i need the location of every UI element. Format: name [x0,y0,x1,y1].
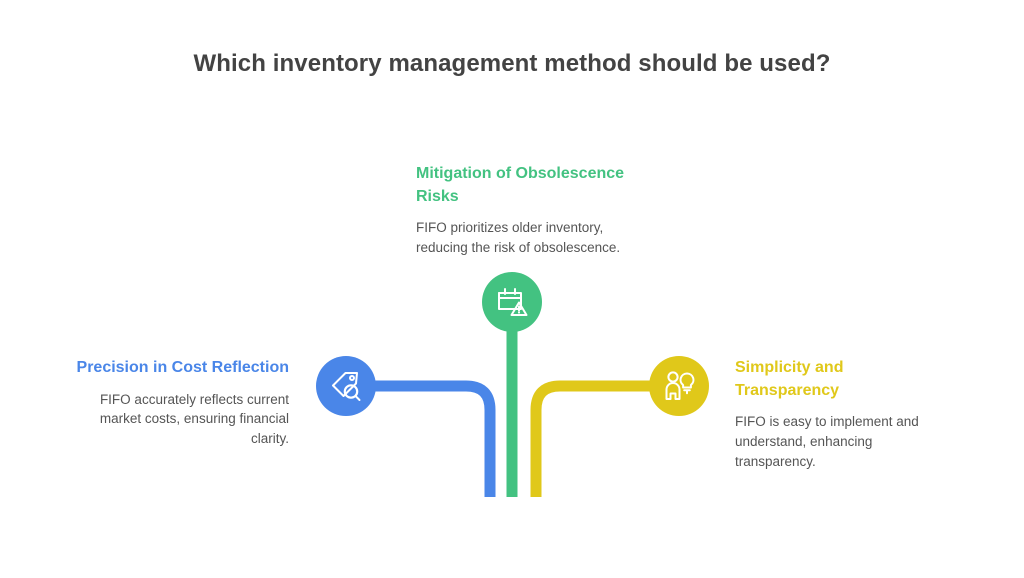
person-lightbulb-icon [662,369,696,403]
body-precision-in-cost-reflection: FIFO accurately reflects current market … [99,391,289,446]
price-tag-search-icon [329,369,363,403]
body-simplicity-and-transparency: FIFO is easy to implement and understand… [735,414,919,469]
node-simplicity-and-transparency[interactable] [649,356,709,416]
connector-line-right [530,380,673,497]
connector-line-left [352,380,496,497]
heading-precision-in-cost-reflection: Precision in Cost Reflection [76,359,289,376]
node-precision-in-cost-reflection[interactable] [316,356,376,416]
text-block-simplicity-and-transparency: Simplicity and Transparency FIFO is easy… [735,357,950,471]
text-block-precision-in-cost-reflection: Precision in Cost Reflection FIFO accura… [59,357,289,448]
text-block-mitigation-of-obsolescence-risks: Mitigation of Obsolescence Risks FIFO pr… [416,163,646,258]
heading-mitigation-of-obsolescence-risks: Mitigation of Obsolescence Risks [416,165,625,205]
heading-simplicity-and-transparency: Simplicity and Transparency [735,359,844,399]
page-title: Which inventory management method should… [193,50,831,77]
node-mitigation-of-obsolescence-risks[interactable] [482,272,542,332]
calendar-warning-icon [495,285,529,319]
body-mitigation-of-obsolescence-risks: FIFO prioritizes older inventory, reduci… [416,220,621,255]
